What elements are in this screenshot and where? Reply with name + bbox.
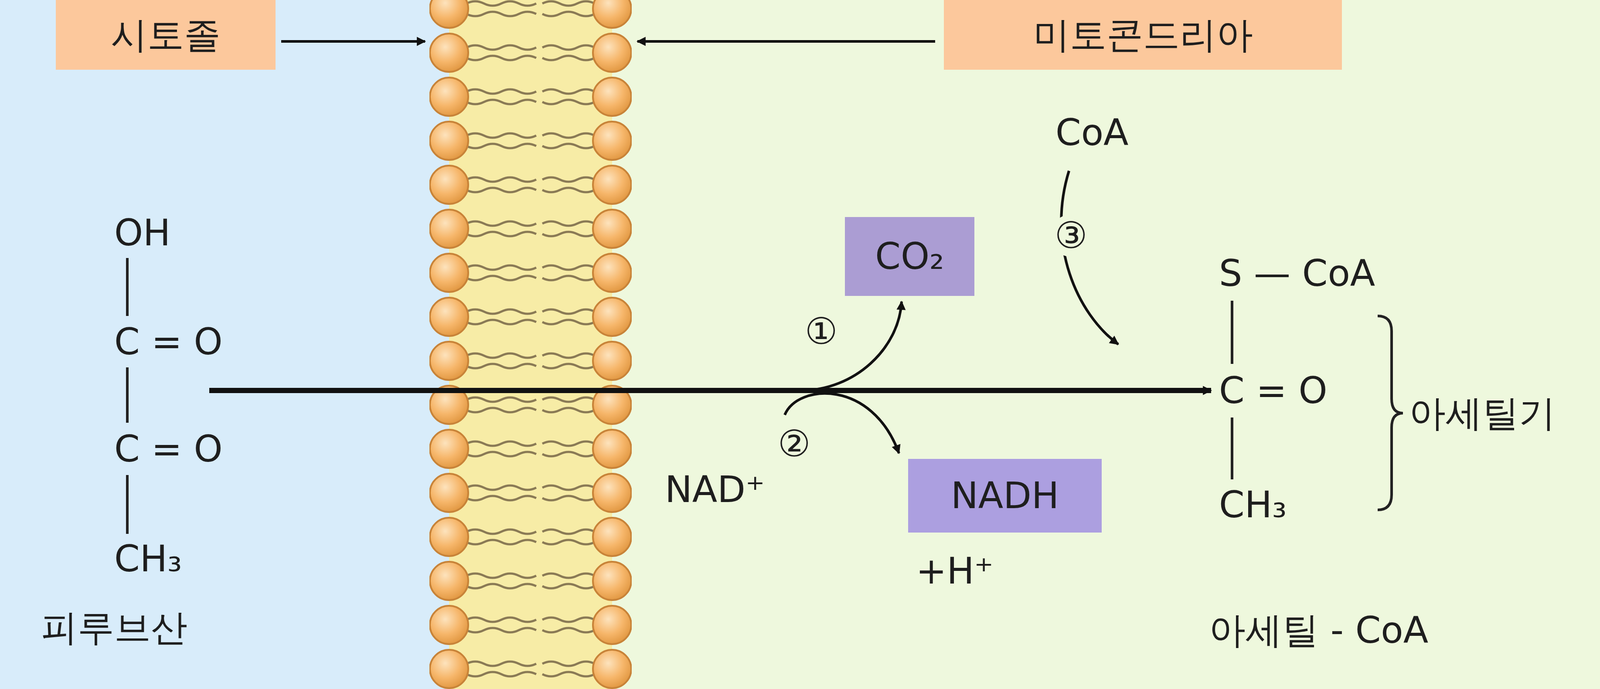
brace bbox=[1377, 316, 1403, 511]
molecule-name: 피루브산 bbox=[40, 606, 188, 650]
reactant-label: NAD⁺ bbox=[664, 468, 765, 511]
chem-group: S — CoA bbox=[1218, 252, 1376, 295]
box-label: CO₂ bbox=[874, 235, 944, 278]
molecule-name: 아세틸 - CoA bbox=[1208, 609, 1429, 652]
product-label: +H⁺ bbox=[915, 550, 994, 593]
chem-group: OH bbox=[114, 211, 171, 255]
callout-number: ③ bbox=[1052, 214, 1090, 257]
chem-group: CH₃ bbox=[1218, 483, 1287, 527]
box-label: NADH bbox=[950, 474, 1059, 518]
cytosol-region bbox=[0, 0, 450, 689]
box-label: 시토졸 bbox=[110, 13, 221, 57]
bond bbox=[125, 475, 129, 535]
group-name: 아세틸기 bbox=[1409, 392, 1556, 435]
leader-arrow bbox=[281, 40, 426, 43]
reactant-label: CoA bbox=[1055, 111, 1129, 154]
main-arrow bbox=[209, 388, 1212, 394]
chem-group: C = O bbox=[114, 320, 223, 364]
region-label-box: 미토콘드리아 bbox=[943, 0, 1342, 70]
coa-addition-arrow bbox=[1061, 170, 1119, 345]
product-box: CO₂ bbox=[844, 217, 975, 297]
callout-number: ② bbox=[776, 422, 813, 466]
region-label-box: 시토졸 bbox=[55, 0, 276, 70]
chem-group: C = O bbox=[114, 428, 223, 471]
bond bbox=[1230, 300, 1234, 365]
co2-release-arrow bbox=[800, 301, 902, 391]
chem-group: CH₃ bbox=[114, 537, 183, 581]
bond bbox=[125, 258, 129, 317]
bond bbox=[125, 367, 129, 423]
callout-number: ① bbox=[803, 310, 840, 353]
product-box: NADH bbox=[908, 459, 1102, 533]
chem-group: C = O bbox=[1218, 369, 1328, 412]
bond bbox=[1230, 417, 1234, 480]
box-label: 미토콘드리아 bbox=[1033, 13, 1253, 57]
leader-arrow bbox=[637, 40, 936, 43]
membrane bbox=[429, 0, 632, 689]
